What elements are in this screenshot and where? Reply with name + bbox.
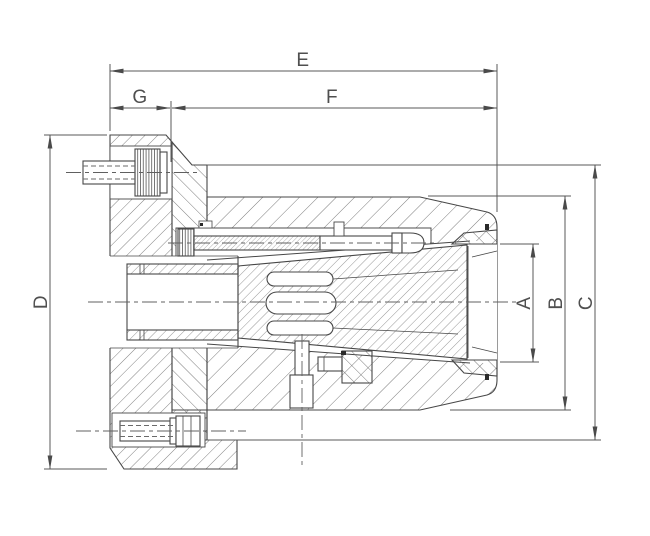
seal-top-right: [485, 224, 489, 230]
dim-label-c: C: [576, 296, 597, 310]
dim-label-d: D: [31, 295, 52, 309]
dimension-G-F: [109, 101, 498, 162]
wedge-block: [341, 350, 373, 384]
centerlines: [66, 172, 518, 468]
dimension-D: [44, 134, 107, 470]
dimension-B: [428, 195, 571, 411]
seals: [341, 224, 489, 380]
clamp-detail: [198, 220, 213, 229]
dim-label-e: E: [296, 50, 309, 71]
dimension-annotations: E G F D A B C: [31, 50, 601, 470]
dimension-C: [207, 164, 601, 441]
clamp-pin-head: [289, 374, 314, 409]
top-set-pin: [333, 221, 345, 237]
clamp-mechanism: [289, 340, 373, 409]
seal-bottom-right: [485, 374, 489, 380]
seal-mechanism: [341, 351, 346, 355]
dim-label-a: A: [514, 296, 535, 309]
collet-slot-top: [266, 271, 334, 287]
collet-slot-middle: [265, 291, 337, 315]
collet-slot-bottom: [266, 320, 334, 336]
dim-label-g: G: [132, 87, 147, 108]
hidden-thread-lines: [83, 165, 176, 437]
dimension-A: [500, 243, 539, 363]
clamp-cap: [450, 229, 498, 377]
dimension-labels: E G F D A B C: [31, 50, 597, 310]
dim-label-f: F: [326, 87, 338, 108]
drawbar-knurled-nut: [177, 228, 195, 257]
dim-label-b: B: [546, 296, 567, 309]
dimension-E: [109, 64, 498, 212]
side-screw: [317, 356, 343, 372]
